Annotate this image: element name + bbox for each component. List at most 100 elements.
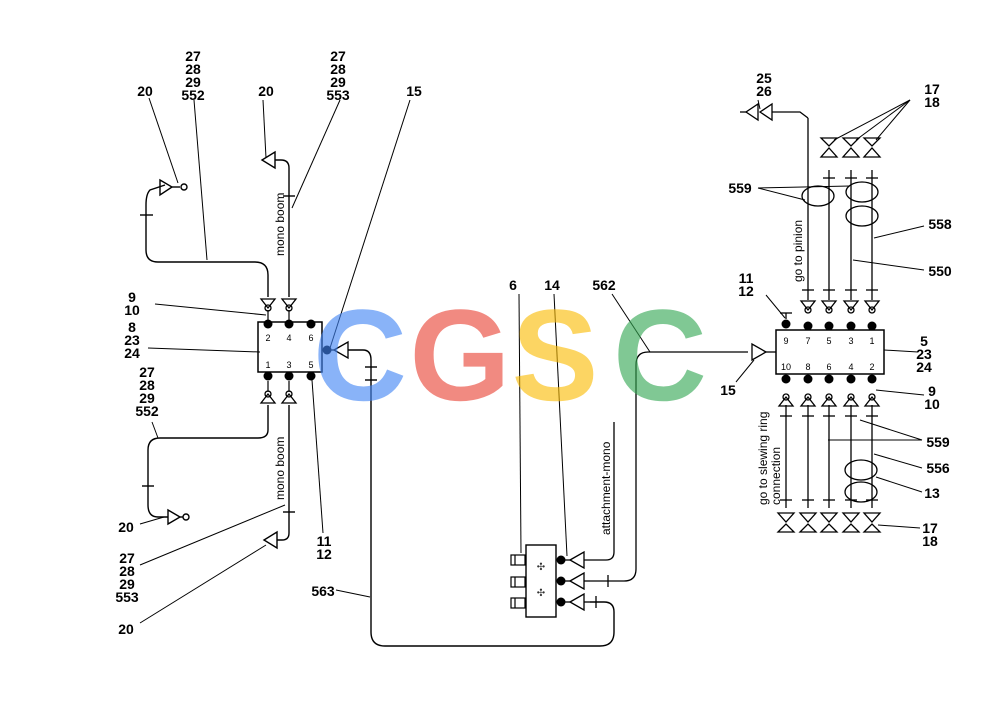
callout-559-top: 559: [728, 180, 752, 196]
callout-27-28-29-553-bottom: 27 28 29 553: [115, 550, 139, 605]
svg-text:23: 23: [124, 332, 140, 348]
svg-text:C: C: [613, 282, 707, 428]
callout-27-28-29-552-top: 27 28 29 552: [181, 48, 205, 103]
right-port-3: 3: [848, 336, 853, 346]
attachment-valve-block: ✣ ✣: [510, 351, 748, 618]
right-distribution-block: 9 7 5 3 1 10 8 6 4 2: [751, 300, 885, 407]
svg-text:24: 24: [916, 359, 932, 375]
svg-text:552: 552: [135, 403, 159, 419]
svg-text:10: 10: [924, 396, 940, 412]
right-port-1: 1: [869, 336, 874, 346]
callout-20-bottom-left: 20: [118, 519, 134, 535]
callout-8-23-24: 8 23 24: [124, 319, 140, 361]
callout-563: 563: [311, 583, 335, 599]
callout-5-23-24: 5 23 24: [916, 333, 932, 375]
svg-text:28: 28: [330, 61, 346, 77]
callout-14: 14: [544, 277, 560, 293]
svg-text:28: 28: [185, 61, 201, 77]
callout-25-26: 25 26: [756, 70, 772, 99]
callout-556: 556: [926, 460, 950, 476]
callout-9-10-right: 9 10: [924, 383, 940, 412]
svg-text:25: 25: [756, 70, 772, 86]
callout-558: 558: [928, 216, 952, 232]
svg-text:18: 18: [922, 533, 938, 549]
callout-550: 550: [928, 263, 952, 279]
left-port-2: 2: [265, 333, 270, 343]
svg-text:29: 29: [139, 390, 155, 406]
right-port-6: 6: [826, 362, 831, 372]
callout-20-bottom: 20: [118, 621, 134, 637]
svg-text:552: 552: [181, 87, 205, 103]
callout-559-bottom: 559: [926, 434, 950, 450]
svg-text:23: 23: [916, 346, 932, 362]
left-port-5: 5: [308, 360, 313, 370]
right-upper-hoses: [740, 102, 881, 300]
right-lower-hoses: [777, 405, 881, 533]
callout-562: 562: [592, 277, 616, 293]
go-to-slewing-label-1: go to slewing ring: [756, 412, 770, 505]
callout-6: 6: [509, 277, 517, 293]
left-port-4: 4: [286, 333, 291, 343]
callout-17-18-top: 17 18: [924, 81, 940, 110]
callout-20-top-left: 20: [137, 83, 153, 99]
svg-text:29: 29: [185, 74, 201, 90]
callout-20-top-mid: 20: [258, 83, 274, 99]
svg-text:553: 553: [115, 589, 139, 605]
svg-text:28: 28: [139, 377, 155, 393]
mono-boom-upper-label: mono boom: [273, 193, 287, 256]
svg-text:29: 29: [119, 576, 135, 592]
svg-text:27: 27: [185, 48, 201, 64]
svg-text:C: C: [313, 282, 407, 428]
svg-text:24: 24: [124, 345, 140, 361]
svg-text:11: 11: [317, 533, 332, 549]
svg-text:S: S: [512, 282, 599, 428]
svg-text:8: 8: [128, 319, 136, 335]
go-to-pinion-label: go to pinion: [791, 220, 805, 282]
svg-text:27: 27: [330, 48, 346, 64]
svg-text:27: 27: [119, 550, 135, 566]
right-port-2: 2: [869, 362, 874, 372]
svg-text:10: 10: [124, 302, 140, 318]
left-port-1: 1: [265, 360, 270, 370]
svg-text:11: 11: [739, 270, 754, 286]
mono-boom-lower-label: mono boom: [273, 437, 287, 500]
svg-text:27: 27: [139, 364, 155, 380]
cgsc-watermark: C G S C: [313, 282, 707, 428]
right-port-8: 8: [805, 362, 810, 372]
left-port-6: 6: [308, 333, 313, 343]
left-distribution-block: 2 4 6 1 3 5: [257, 298, 349, 404]
svg-text:12: 12: [316, 546, 332, 562]
svg-text:29: 29: [330, 74, 346, 90]
callout-27-28-29-552-mid: 27 28 29 552: [135, 364, 159, 419]
svg-text:9: 9: [128, 289, 136, 305]
right-port-9: 9: [783, 336, 788, 346]
svg-text:5: 5: [920, 333, 928, 349]
svg-text:17: 17: [922, 520, 938, 536]
right-port-7: 7: [805, 336, 810, 346]
svg-text:12: 12: [738, 283, 754, 299]
callout-11-12-left: 11 12: [316, 533, 332, 562]
svg-text:28: 28: [119, 563, 135, 579]
svg-text:26: 26: [756, 83, 772, 99]
svg-text:9: 9: [928, 383, 936, 399]
svg-text:17: 17: [924, 81, 940, 97]
svg-text:G: G: [409, 282, 510, 428]
right-port-10: 10: [781, 362, 791, 372]
callout-15-left: 15: [406, 83, 422, 99]
callout-9-10-left: 9 10: [124, 289, 140, 318]
right-port-5: 5: [826, 336, 831, 346]
svg-text:18: 18: [924, 94, 940, 110]
left-hoses: [140, 150, 615, 647]
go-to-slewing-label-2: connection: [769, 447, 783, 505]
callout-27-28-29-553-top: 27 28 29 553: [326, 48, 350, 103]
svg-text:553: 553: [326, 87, 350, 103]
callout-17-18-bottom: 17 18: [922, 520, 938, 549]
leader-lines: [139, 97, 925, 624]
callout-13: 13: [924, 485, 940, 501]
right-port-4: 4: [848, 362, 853, 372]
svg-text:✣: ✣: [537, 562, 545, 573]
callout-15-right: 15: [720, 382, 736, 398]
callout-11-12-right: 11 12: [738, 270, 754, 299]
left-port-3: 3: [286, 360, 291, 370]
